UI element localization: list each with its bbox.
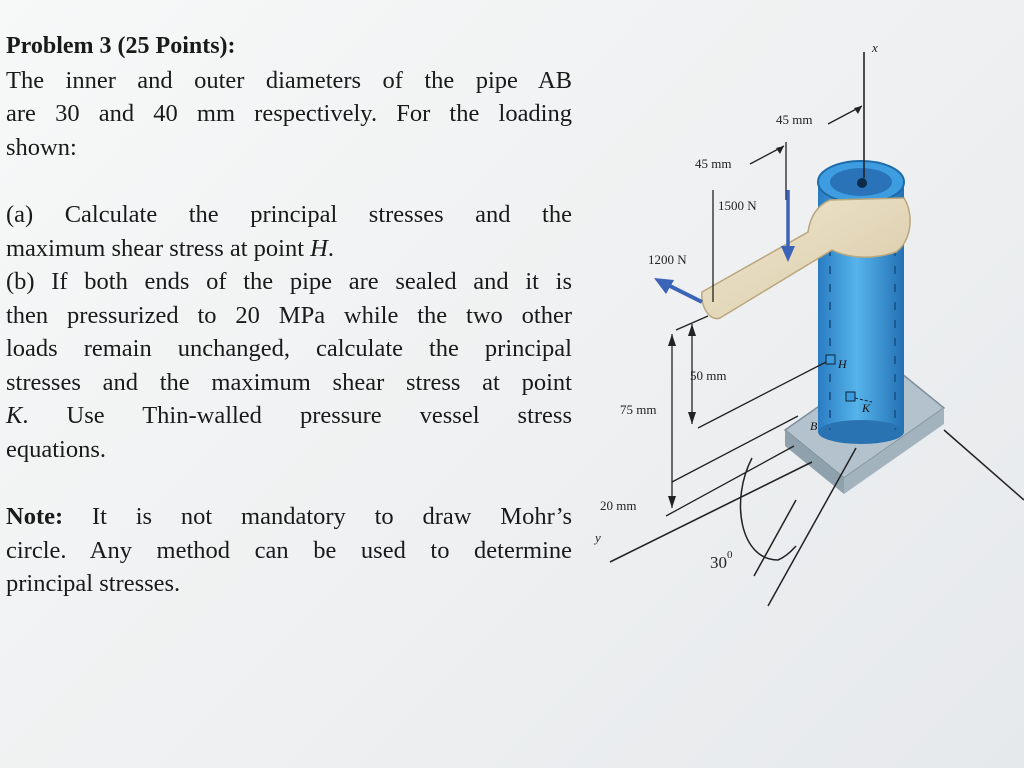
point-h-ref: H xyxy=(310,234,328,262)
intro-line-2: are 30 and 40 mm respectively. For the l… xyxy=(6,100,572,127)
pipe-loading-figure: x y 300 45 mm 45 mm 1500 N 1200 N 50 mm … xyxy=(593,40,1024,607)
problem-title: Problem 3 (25 Points): xyxy=(6,33,236,59)
dim-20-ext2 xyxy=(671,415,799,483)
dim-50-ext-top xyxy=(675,315,709,331)
note-line-3: principal stresses. xyxy=(6,570,181,597)
point-k-ref: K xyxy=(6,402,23,429)
point-h-label: H xyxy=(837,357,848,371)
part-b-line-4: stresses and the maximum shear stress at… xyxy=(6,368,572,396)
y-axis-line xyxy=(609,461,813,563)
ref-line-right xyxy=(943,429,1024,501)
intro-line-3: shown: xyxy=(6,133,77,161)
note-line-1: Note: It is not mandatory to draw Mohr’s xyxy=(6,503,572,530)
y-axis-label: y xyxy=(593,530,601,545)
ref-line-leg xyxy=(767,447,857,607)
part-b-line-6: equations. xyxy=(6,435,107,463)
part-b-line-3: loads remain unchanged, calculate the pr… xyxy=(6,335,572,362)
part-b-line-5: K. Use Thin-walled pressure vessel stres… xyxy=(6,402,572,429)
point-h-marker xyxy=(825,354,836,365)
intro-line-1: The inner and outer diameters of the pip… xyxy=(6,66,572,94)
note-line-2: circle. Any method can be used to determ… xyxy=(6,536,572,564)
force-1500-label: 1500 N xyxy=(718,198,757,213)
point-k-leader xyxy=(854,397,873,403)
dim-50-label: 50 mm xyxy=(690,368,726,383)
dim-20-label: 20 mm xyxy=(600,498,636,513)
part-a-line-1: (a) Calculate the principal stresses and… xyxy=(6,201,572,228)
dim-50-ext-bottom xyxy=(697,361,827,429)
dim-45-mid-label: 45 mm xyxy=(695,156,731,171)
problem-text: Problem 3 (25 Points): The inner and out… xyxy=(6,30,572,601)
point-b-label: B xyxy=(810,419,818,433)
angle-label: 300 xyxy=(710,549,733,572)
force-1200-arrow xyxy=(665,282,703,304)
x-axis-label: x xyxy=(871,40,878,55)
point-k-label: K xyxy=(861,401,871,415)
note-label: Note: xyxy=(6,503,64,530)
dim-45-top-label: 45 mm xyxy=(776,112,812,127)
part-b-line-1: (b) If both ends of the pipe are sealed … xyxy=(6,268,572,295)
force-1200-label: 1200 N xyxy=(648,252,687,267)
point-k-marker xyxy=(845,391,856,402)
angle-arc xyxy=(739,457,797,561)
dim-20-ext xyxy=(665,445,795,517)
bracket-arm xyxy=(701,197,911,320)
part-b-line-2: then pressurized to 20 MPa while the two… xyxy=(6,301,572,329)
ref-line-leg2 xyxy=(753,499,797,577)
part-a-line-2: maximum shear stress at point H. xyxy=(6,234,334,262)
dim-75-label: 75 mm xyxy=(620,402,656,417)
